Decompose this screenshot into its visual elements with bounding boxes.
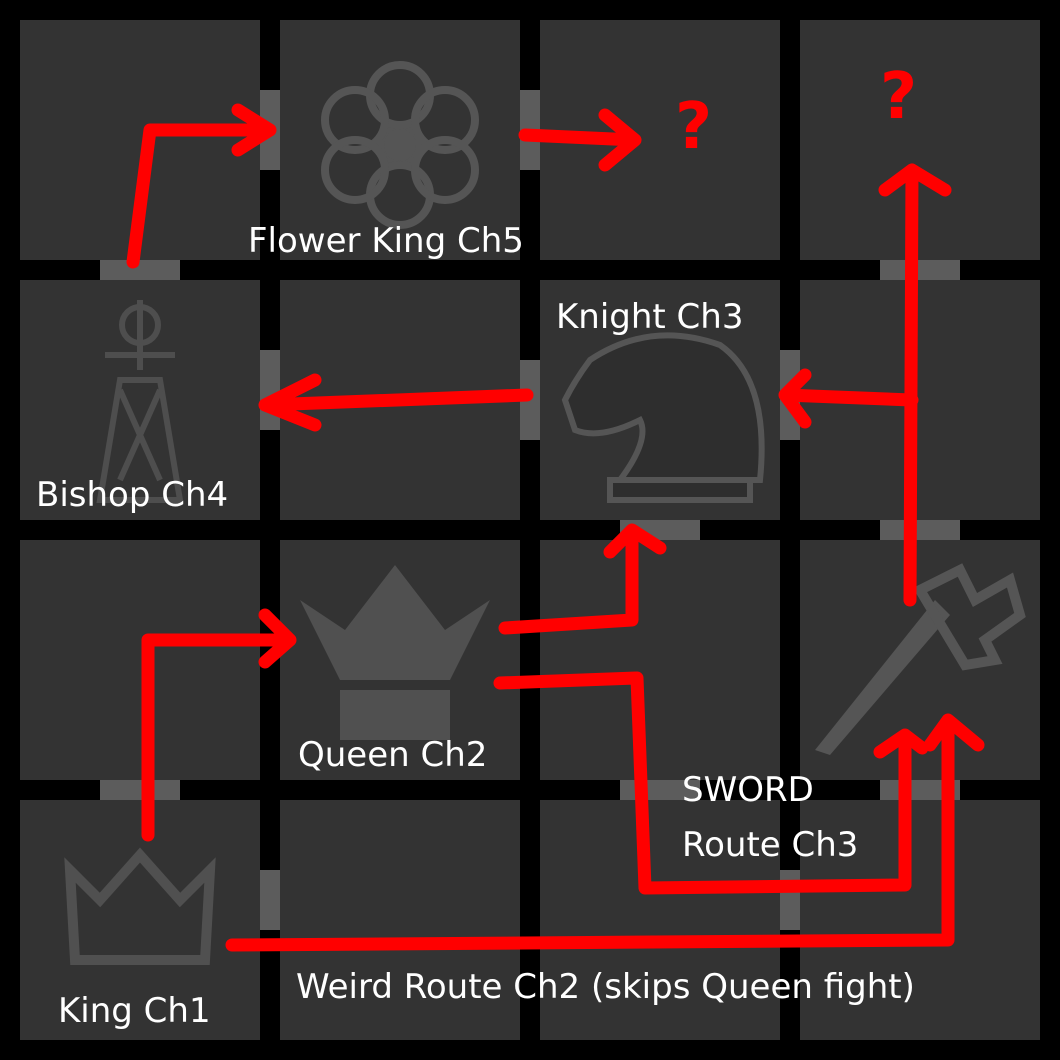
label-queen: Queen Ch2 [298,735,488,775]
king-crown-icon [64,847,216,965]
connector [260,870,280,930]
sword-icon [815,563,1026,755]
crown-icon [300,565,490,740]
tile-r4c2 [280,800,520,1040]
arrow-queen-to-sword [493,671,929,895]
unknown-destination-1: ? [675,90,713,164]
label-flower-king: Flower King Ch5 [248,221,524,261]
tile-r3c3 [540,540,780,780]
connector [100,780,180,800]
connector [880,520,960,540]
label-weird-route: Weird Route Ch2 (skips Queen fight) [296,967,915,1007]
tile-r3c1 [20,540,260,780]
arrow-queen-to-knight [498,523,667,635]
unknown-destination-2: ? [880,60,918,134]
tile-r4c3 [540,800,780,1040]
connector [880,260,960,280]
arrow-flower-king-to-unknown [518,108,642,172]
label-knight: Knight Ch3 [556,297,744,337]
label-king: King Ch1 [58,991,211,1031]
tile-r4c4 [800,800,1040,1040]
label-bishop: Bishop Ch4 [36,475,229,515]
connector [100,260,180,280]
label-sword-line1: SWORD [682,770,814,810]
bishop-icon [96,300,184,503]
arrow-bishop-to-flower-king [126,103,277,269]
arrow-sword-to-unknown [878,163,952,607]
arrow-sword-to-knight [778,368,919,429]
knight-icon [561,332,765,503]
arrow-weird-route [225,713,985,952]
arrow-king-to-queen [141,608,297,842]
label-sword-line2: Route Ch3 [682,825,859,865]
arrow-knight-to-bishop [258,373,534,432]
tile-r1c4 [800,20,1040,260]
tile-king [20,800,260,1040]
flower-icon [321,61,479,229]
